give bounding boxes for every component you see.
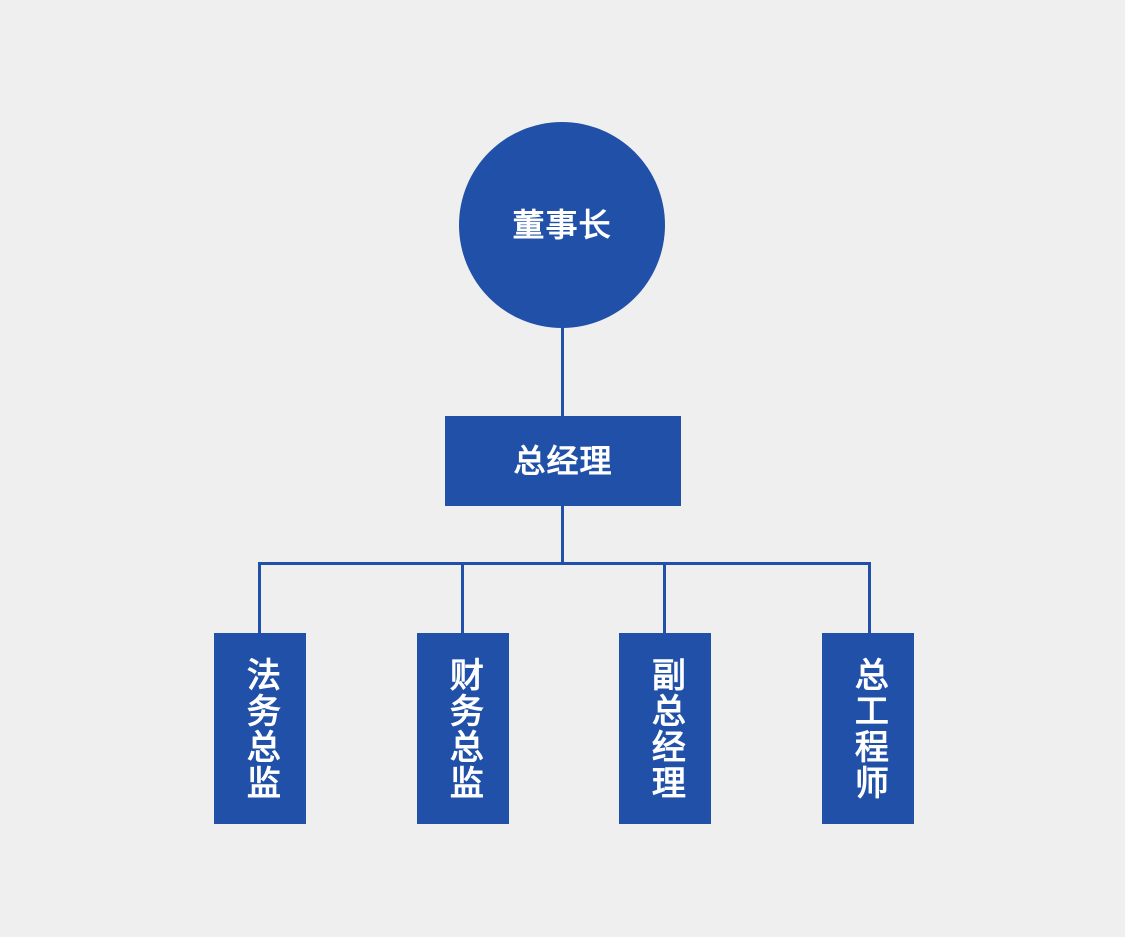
node-deputy-general-manager-label: 副总经理 <box>646 656 685 801</box>
edge-drop-legal-director <box>258 562 261 634</box>
node-chief-engineer-label: 总工程师 <box>849 656 888 801</box>
edge-drop-finance-director <box>461 562 464 634</box>
node-chairman[interactable]: 董事长 <box>459 122 665 328</box>
node-chief-engineer[interactable]: 总工程师 <box>822 633 914 824</box>
edge-drop-chief-engineer <box>868 562 871 634</box>
edge-general-manager-stem <box>561 505 564 565</box>
node-deputy-general-manager[interactable]: 副总经理 <box>619 633 711 824</box>
edge-drop-deputy-general-manager <box>663 562 666 634</box>
edge-chairman-to-general-manager <box>561 327 564 417</box>
node-legal-director[interactable]: 法务总监 <box>214 633 306 824</box>
node-legal-director-label: 法务总监 <box>241 656 280 801</box>
node-general-manager[interactable]: 总经理 <box>445 416 681 506</box>
node-finance-director[interactable]: 财务总监 <box>417 633 509 824</box>
node-chairman-label: 董事长 <box>512 207 612 243</box>
node-finance-director-label: 财务总监 <box>444 656 483 801</box>
edge-horizontal-bus <box>258 562 871 565</box>
node-general-manager-label: 总经理 <box>513 443 613 479</box>
